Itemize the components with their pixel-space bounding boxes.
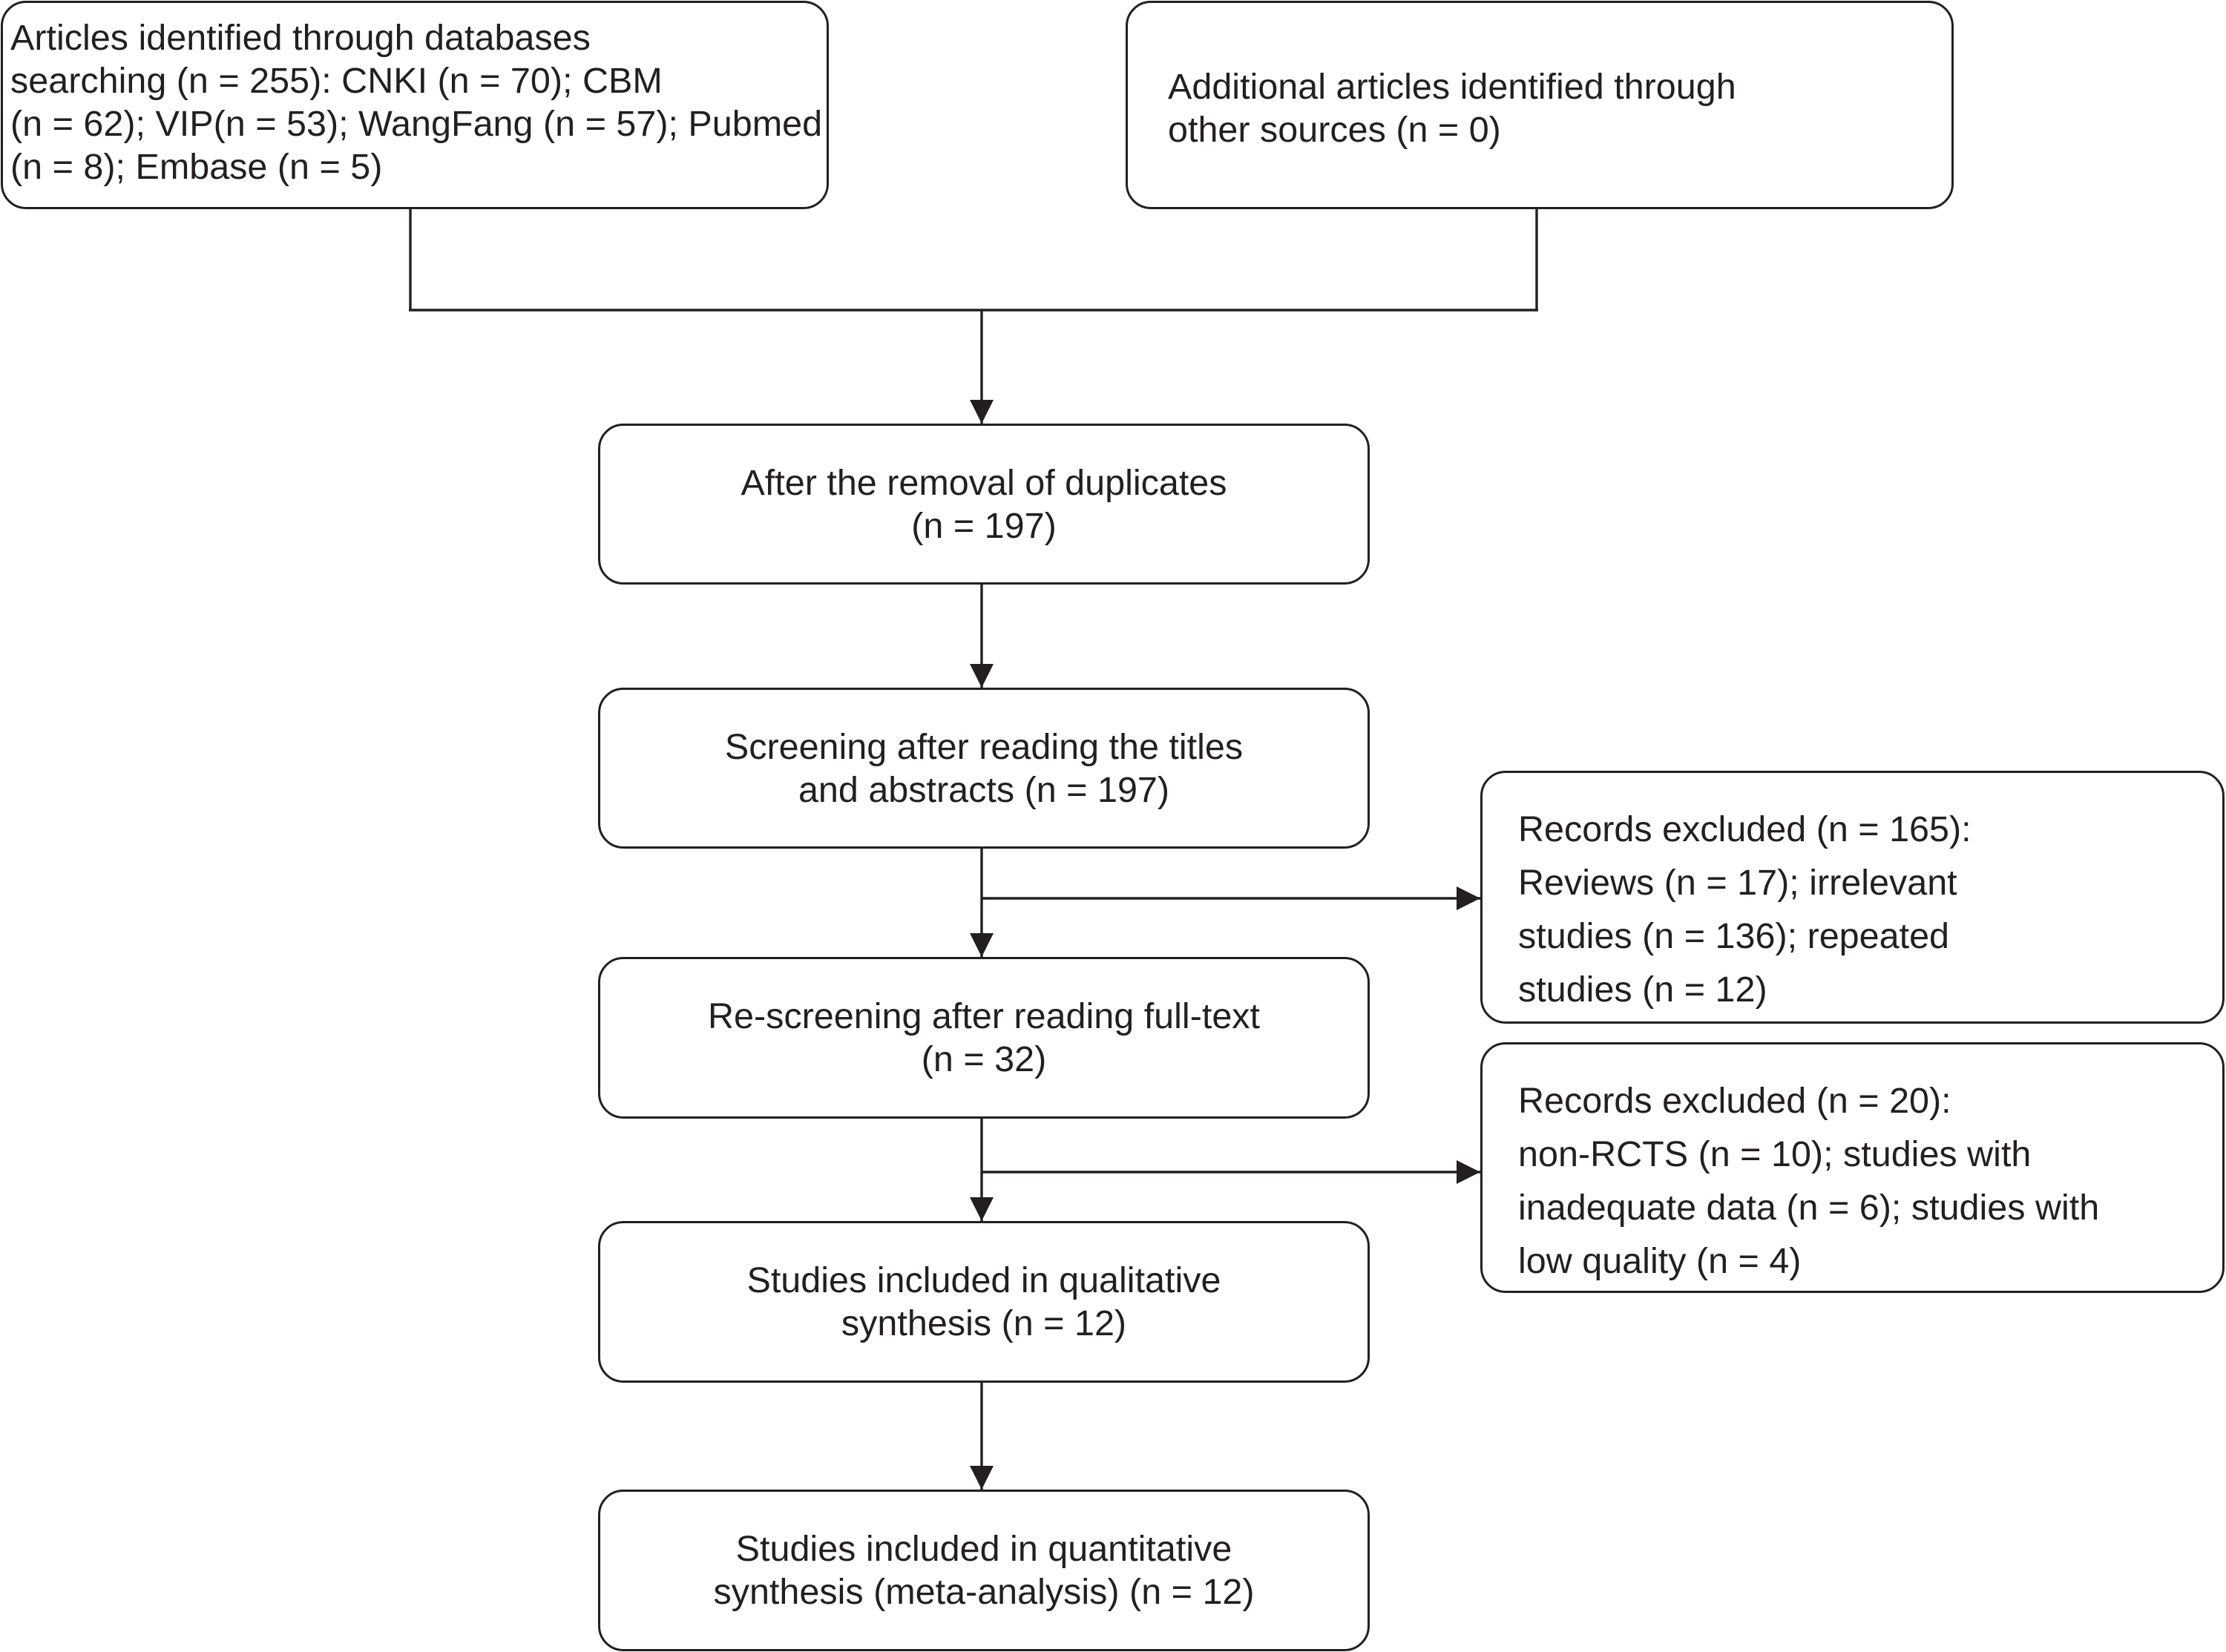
box-duplicates-line-2: (n = 197): [911, 505, 1057, 546]
box-quantitative-synthesis: Studies included in quantitative synthes…: [598, 1490, 1370, 1651]
box-excluded-screening-line-4: studies (n = 12): [1518, 970, 1767, 1010]
box-duplicates-removed: After the removal of duplicates (n = 197…: [598, 424, 1370, 585]
box-excluded-fulltext: Records excluded (n = 20): non-RCTS (n =…: [1480, 1042, 2225, 1293]
box-qualitative-line-1: Studies included in qualitative: [746, 1260, 1221, 1300]
box-excluded-fulltext-line-1: Records excluded (n = 20):: [1518, 1081, 1951, 1121]
box-databases-line-1: Articles identified through databases: [10, 18, 591, 58]
box-other-sources-line-2: other sources (n = 0): [1168, 110, 1501, 150]
box-other-sources: Additional articles identified through o…: [1126, 1, 1954, 209]
box-qualitative-line-2: synthesis (n = 12): [841, 1303, 1127, 1343]
box-screening-line-1: Screening after reading the titles: [724, 726, 1244, 767]
box-excluded-fulltext-line-4: low quality (n = 4): [1518, 1241, 1802, 1281]
box-qualitative-synthesis: Studies included in qualitative synthesi…: [598, 1221, 1370, 1383]
box-databases-line-2: searching (n = 255): CNKI (n = 70); CBM: [10, 61, 663, 101]
box-excluded-screening: Records excluded (n = 165): Reviews (n =…: [1480, 771, 2225, 1024]
box-rescreening-line-2: (n = 32): [921, 1039, 1047, 1079]
box-databases-search: Articles identified through databases se…: [1, 1, 829, 209]
box-other-sources-line-1: Additional articles identified through: [1168, 67, 1736, 107]
box-excluded-screening-line-3: studies (n = 136); repeated: [1518, 916, 1950, 956]
box-quantitative-line-2: synthesis (meta-analysis) (n = 12): [713, 1572, 1255, 1612]
box-duplicates-line-1: After the removal of duplicates: [741, 462, 1227, 503]
box-excluded-screening-line-1: Records excluded (n = 165):: [1518, 809, 1971, 849]
box-excluded-fulltext-line-2: non-RCTS (n = 10); studies with: [1518, 1134, 2032, 1174]
box-databases-line-3: (n = 62); VIP(n = 53); WangFang (n = 57)…: [10, 104, 823, 144]
box-excluded-fulltext-line-3: inadequate data (n = 6); studies with: [1518, 1188, 2100, 1228]
box-rescreening-line-1: Re-screening after reading full-text: [707, 996, 1261, 1036]
box-full-text-rescreening: Re-screening after reading full-text (n …: [598, 957, 1370, 1119]
box-title-abstract-screening: Screening after reading the titles and a…: [598, 688, 1370, 849]
box-excluded-screening-line-2: Reviews (n = 17); irrelevant: [1518, 863, 1957, 903]
box-screening-line-2: and abstracts (n = 197): [798, 769, 1170, 810]
box-databases-line-4: (n = 8); Embase (n = 5): [10, 147, 383, 187]
box-quantitative-line-1: Studies included in quantitative: [735, 1529, 1232, 1569]
